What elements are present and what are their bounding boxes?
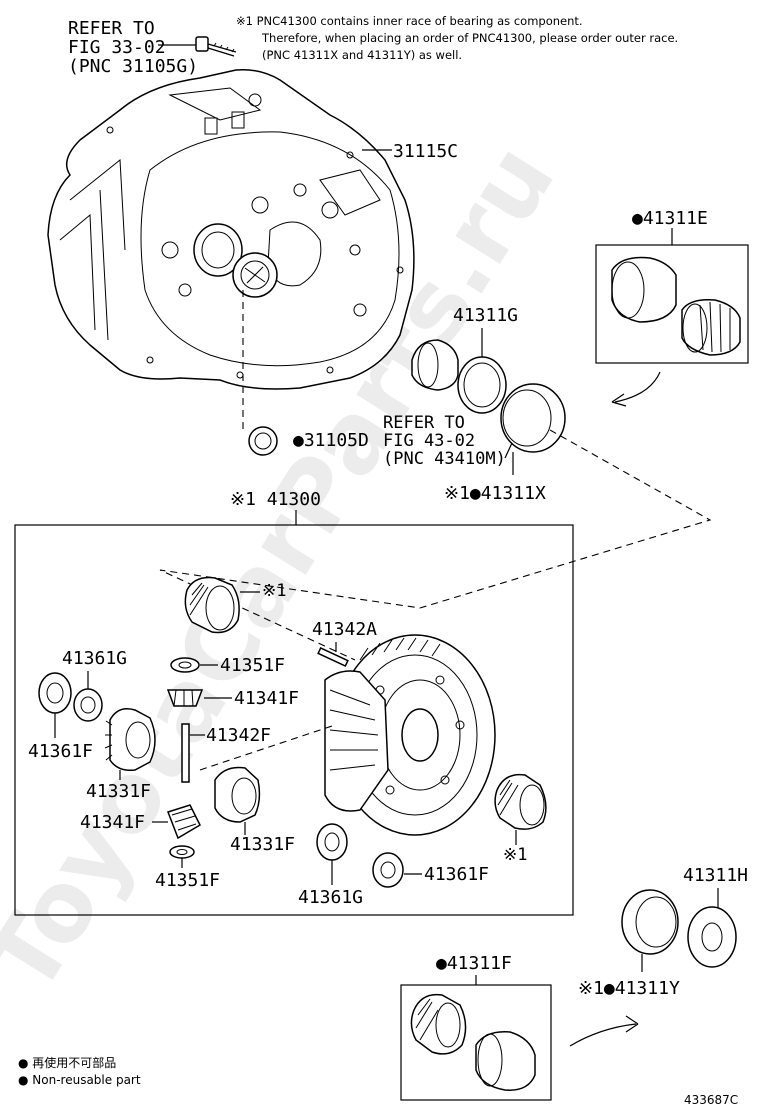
bearing-41311F-race [475, 1031, 536, 1091]
refer-top-line-3[interactable]: (PNC 31105G) [68, 56, 198, 77]
label-41351F-bot[interactable]: 41351F [155, 870, 220, 891]
label-41311Y[interactable]: ※1●41311Y [578, 978, 680, 999]
label-41351F-top[interactable]: 41351F [220, 655, 285, 676]
label-31115C[interactable]: 31115C [393, 141, 458, 162]
note-line-2: Therefore, when placing an order of PNC4… [261, 31, 678, 45]
refer-mid-line-3[interactable]: (PNC 43410M) [383, 449, 506, 469]
label-41341F-top[interactable]: 41341F [234, 688, 299, 709]
label-41311F[interactable]: ●41311F [436, 953, 512, 974]
refer-top-line-2[interactable]: FIG 33-02 [68, 37, 166, 58]
pinion-gear-41341F-top [166, 689, 204, 707]
box-41300-differential [14, 524, 574, 916]
adjusting-shim-41311G [457, 356, 507, 414]
box-41311F [400, 984, 552, 1101]
label-41331F-right[interactable]: 41331F [230, 834, 295, 855]
label-41361F-bot[interactable]: 41361F [424, 864, 489, 885]
label-41361G-bot[interactable]: 41361G [298, 887, 363, 908]
arrow-41311F [569, 1023, 637, 1047]
shim-41311H [687, 906, 737, 968]
oil-seal-icon [248, 426, 278, 456]
refer-top-line-1[interactable]: REFER TO [68, 18, 155, 39]
note-line-1: ※1 PNC41300 contains inner race of beari… [236, 14, 583, 28]
ref1-right: ※1 [503, 845, 527, 865]
thrust-washer-41361G-bot [316, 823, 348, 861]
label-41341F-bot[interactable]: 41341F [80, 812, 145, 833]
diagram-code: 433687C [684, 1093, 738, 1107]
differential-case-ring-gear [324, 634, 496, 836]
bearing-race-icon [611, 256, 741, 356]
refer-mid-line-1[interactable]: REFER TO [383, 413, 465, 433]
thrust-washer-41361G [73, 688, 103, 722]
label-41311X[interactable]: ※1●41311X [444, 483, 546, 504]
inner-bearing-right-icon [494, 773, 547, 830]
outer-race-41311Y [621, 889, 679, 955]
label-41361G-top[interactable]: 41361G [62, 648, 127, 669]
bolt-icon [195, 36, 237, 57]
label-41311G[interactable]: 41311G [453, 305, 518, 326]
label-41361F-left[interactable]: 41361F [28, 741, 93, 762]
side-gear-right [214, 766, 261, 823]
side-gear-left [104, 708, 156, 772]
pin-41342A [317, 646, 349, 668]
label-41311H[interactable]: 41311H [683, 865, 748, 886]
thrust-washer-41351F-top [170, 657, 200, 673]
inner-bearing-top-icon [184, 576, 240, 634]
label-41342F[interactable]: 41342F [206, 725, 271, 746]
bearing-41311F-cone [410, 993, 467, 1055]
label-41311E[interactable]: ●41311E [632, 208, 708, 229]
thrust-washer-41351F-bot [169, 845, 195, 859]
legend-en: ● Non-reusable part [18, 1073, 141, 1087]
ref1-top: ※1 [262, 581, 286, 601]
legend-jp: ● 再使用不可部品 [18, 1055, 116, 1070]
outer-race-41311X [500, 383, 566, 453]
label-31105D[interactable]: ●31105D [293, 430, 369, 451]
pinion-gear-41341F-bot [167, 804, 201, 840]
label-41342A[interactable]: 41342A [312, 619, 377, 640]
refer-mid-line-2[interactable]: FIG 43-02 [383, 431, 475, 451]
thrust-washer-41361F-bot [372, 852, 404, 888]
bearing-cone-41311G [411, 339, 459, 391]
note-line-3: (PNC 41311X and 41311Y) as well. [262, 48, 462, 62]
pinion-shaft-41342F [181, 723, 190, 783]
transaxle-case-drawing [47, 68, 415, 390]
thrust-washer-41361F-left [38, 672, 72, 714]
label-41331F-left[interactable]: 41331F [86, 781, 151, 802]
label-41300[interactable]: ※1 41300 [230, 489, 321, 510]
arrow-41311E [614, 371, 661, 403]
